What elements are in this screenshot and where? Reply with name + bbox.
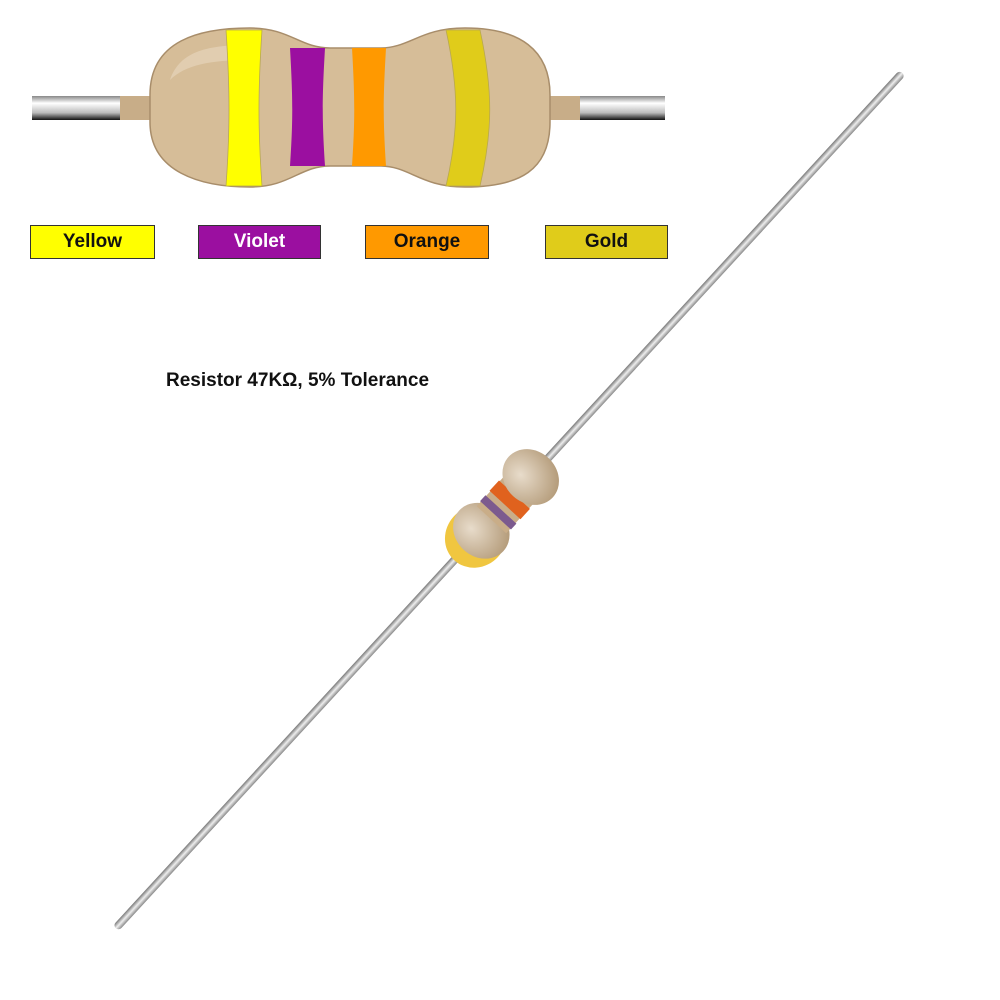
legend-yellow-label: Yellow: [62, 231, 123, 252]
diagram-resistor: [32, 27, 665, 188]
band-yellow: [225, 29, 263, 187]
photo-resistor: [114, 71, 904, 930]
band-orange: [352, 48, 386, 166]
legend-yellow: Yellow: [30, 225, 155, 259]
legend-orange: Orange: [365, 225, 489, 259]
band-orange-photo: [489, 480, 530, 520]
legend-violet: Violet: [198, 225, 321, 259]
band-violet: [290, 48, 325, 166]
diagram-title: Resistor 47KΩ, 5% Tolerance: [166, 370, 430, 391]
legend-gold: Gold: [545, 225, 668, 259]
band-violet-photo: [480, 495, 517, 530]
legend-gold-label: Gold: [584, 231, 629, 252]
band-gold: [445, 29, 491, 187]
legend-violet-label: Violet: [233, 231, 286, 252]
legend-orange-label: Orange: [393, 231, 461, 252]
